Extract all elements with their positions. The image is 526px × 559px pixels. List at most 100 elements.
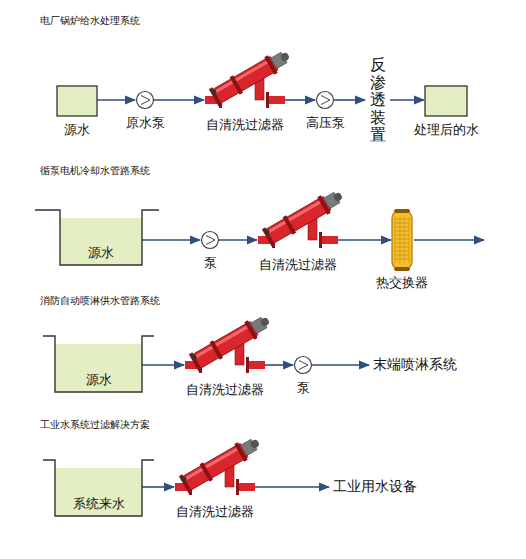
equipment-name: 处理后的水 [414,121,479,139]
filter-body [189,311,273,371]
pipe-arrow [219,239,257,241]
tank-label: 源水 [60,244,142,262]
equipment-label: 末端喷淋系统 [370,354,460,376]
tube-line [395,239,409,240]
pump-symbol: 高压泵 [316,91,334,109]
tube-line [395,223,409,224]
filter-body [209,46,293,106]
equipment-name: 泵 [204,254,217,272]
shape [57,86,97,116]
water-tank: 源水 [60,210,142,265]
pipe-arrow [265,364,293,366]
equipment-name: 自清洗过滤器 [259,256,337,274]
pipe-arrow [142,486,174,488]
pipe-arrow [285,99,315,101]
equipment-label: 反渗透装置 [366,56,390,144]
pump-mark [141,96,150,105]
pump-body [137,92,154,109]
body-flange [210,340,223,359]
tank-outline [35,210,159,265]
pump-body [202,232,219,249]
water-tank: 系统来水 [55,460,142,516]
body-highlight [267,199,324,234]
motor-cap [332,192,343,203]
outlet-flange [319,232,322,248]
exchanger-shell [392,211,412,269]
self-cleaning-filter: 自清洗过滤器 [258,198,338,248]
pump-mark [206,236,215,245]
body-flange [283,215,296,234]
body-highlight [214,59,271,94]
section-title: 循泵电机冷却水管路系统 [40,164,150,178]
tube-line [395,219,409,220]
exchanger-cap [394,209,410,213]
filter-cylinder [192,321,259,369]
heat-exchanger: 热交换器 [392,211,412,269]
pipe-arrow [312,364,369,366]
shape [185,323,265,373]
water-tank: 源水 [55,336,142,392]
water [55,468,142,516]
shape [392,211,412,269]
filter-body [179,433,263,493]
motor-cap [259,317,270,328]
motor-cap [279,52,290,63]
tube-line [395,227,409,228]
equipment-name: 原水泵 [126,114,165,132]
water-tank: 处理后的水 [425,86,467,116]
water [425,86,467,116]
water [55,344,142,392]
outlet-pipe [267,96,285,104]
water [60,218,142,265]
pipe-arrow [338,239,391,241]
tube-line [395,217,396,263]
self-cleaning-filter: 自清洗过滤器 [175,445,255,495]
drain-valve [192,355,197,360]
body-highlight [184,446,241,481]
shape [294,356,312,374]
filter-cylinder [182,443,249,491]
pump-mark [321,96,330,105]
drain-valve [182,477,187,482]
pump-mark [299,361,308,370]
shape [201,231,219,249]
filter-cylinder [212,56,279,104]
outlet-pipe [320,236,338,244]
pipe-arrow [334,99,365,101]
section-title: 工业水系统过滤解决方案 [40,418,150,432]
exchanger-cap [394,267,410,271]
pump-body [295,357,312,374]
equipment-name: 末端喷淋系统 [370,354,460,376]
filter-cylinder [265,196,332,244]
shape [205,58,285,108]
tank-label: 源水 [55,371,142,389]
pump-body [317,92,334,109]
tube-line [395,235,409,236]
shape [425,86,467,116]
pump-symbol: 泵 [201,231,219,249]
outlet-flange [236,479,239,495]
tank-outline [43,460,154,516]
tube-line [395,255,409,256]
pipe-arrow [142,364,184,366]
tube-line [395,231,409,232]
pipe-arrow [255,486,329,488]
body-flange [262,227,275,246]
tube-line [400,217,401,263]
outlet-flange [246,357,249,373]
body-highlight [194,324,251,359]
drain-valve [212,90,217,95]
equipment-name: 自清洗过滤器 [186,381,264,399]
outlet-pipe [237,483,255,491]
water [57,86,97,116]
equipment-name: 源水 [64,121,90,139]
section-title: 电厂锅炉给水处理系统 [40,14,140,28]
tank-label: 系统来水 [55,495,142,513]
tube-line [409,217,410,263]
equipment-label: 工业用水设备 [330,476,420,498]
pipe-arrow [142,239,200,241]
outlet-flange [266,92,269,108]
equipment-name: 工业用水设备 [330,476,420,498]
equipment-name: 自清洗过滤器 [206,116,284,134]
